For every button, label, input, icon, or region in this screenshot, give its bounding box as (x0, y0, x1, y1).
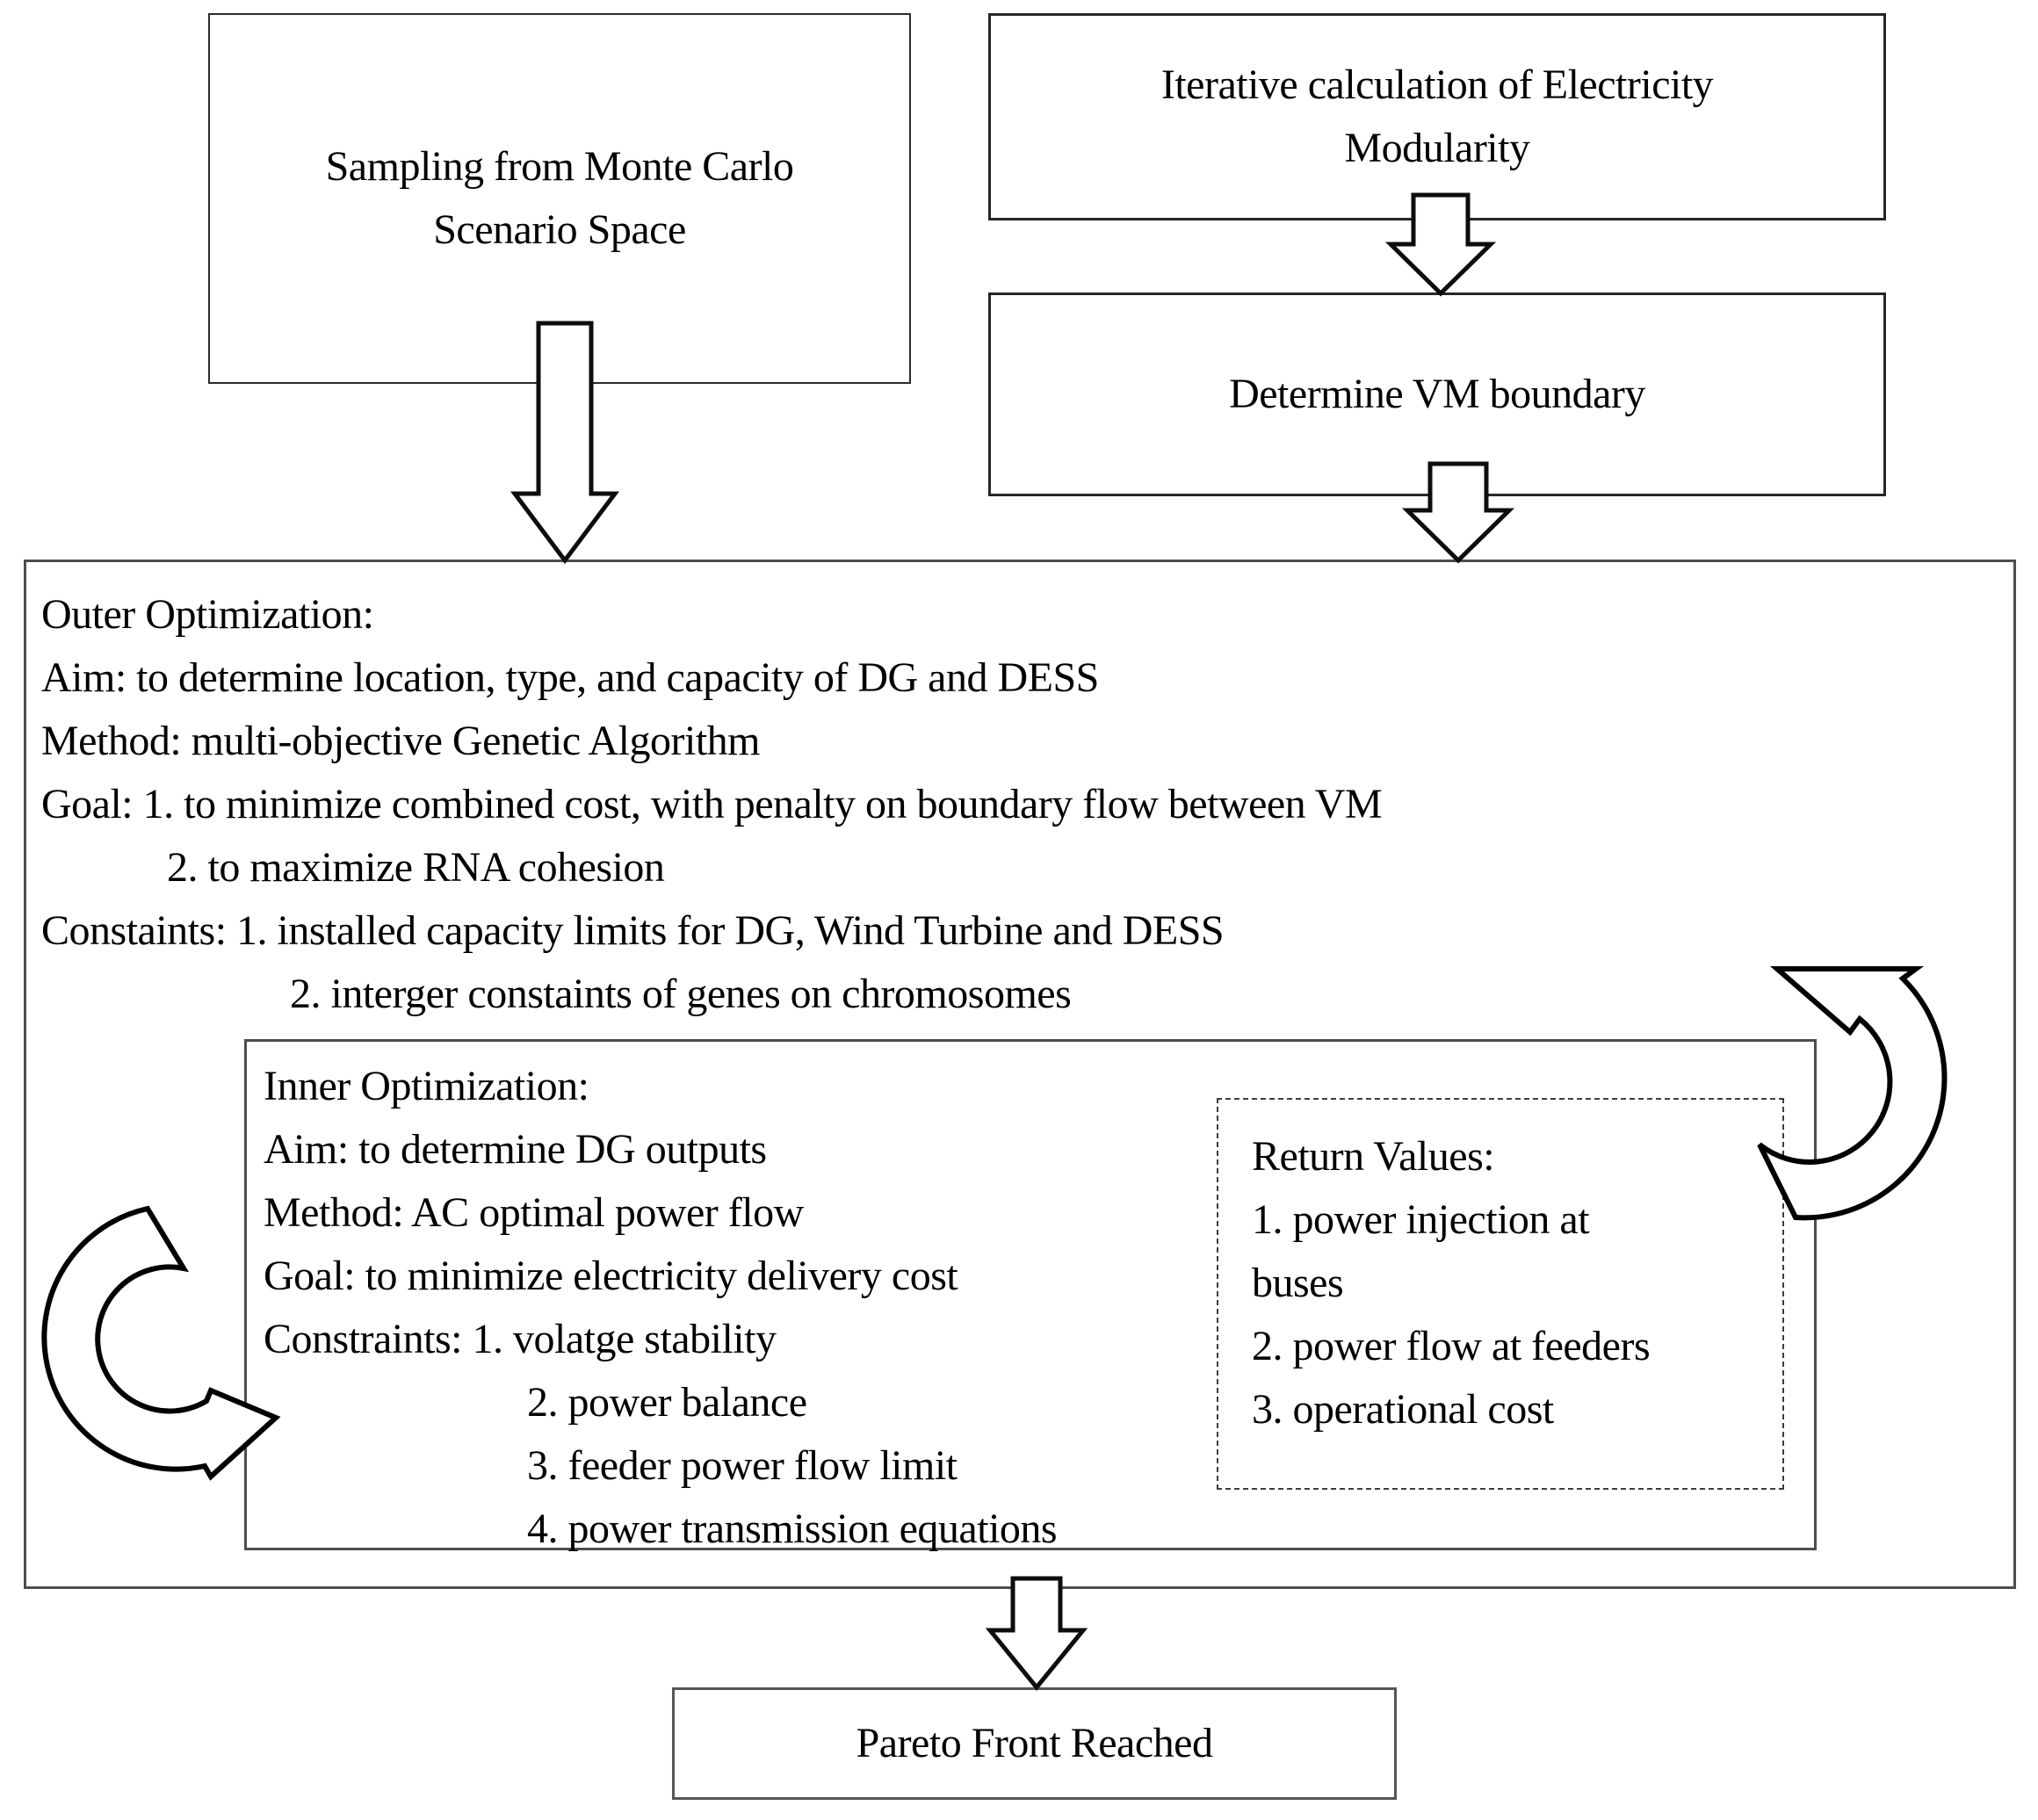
inner-line: 3. feeder power flow limit (527, 1442, 958, 1489)
pareto-front-box: Pareto Front Reached (672, 1687, 1397, 1800)
down-block-arrow-iterative-to-vm-icon (1384, 188, 1497, 299)
inner-line: Method: AC optimal power flow (264, 1189, 804, 1236)
return-values-line: buses (1252, 1260, 1344, 1306)
inner-optimization-box (244, 1039, 1817, 1550)
outer-optimization-text: Outer Optimization: Aim: to determine lo… (41, 583, 1383, 1026)
inner-line: 4. power transmission equations (527, 1506, 1058, 1552)
down-block-arrow-vm-to-outer-icon (1401, 457, 1515, 566)
outer-line: 2. to maximize RNA cohesion (167, 844, 665, 891)
pareto-front-label: Pareto Front Reached (856, 1720, 1213, 1766)
determine-vm-boundary-label: Determine VM boundary (1229, 371, 1645, 417)
inner-line: Aim: to determine DG outputs (264, 1126, 767, 1173)
outer-optimization-box (24, 560, 2016, 1589)
inner-line: Inner Optimization: (264, 1063, 589, 1109)
outer-line: Constaints: 1. installed capacity limits… (41, 907, 1225, 954)
inner-line: 2. power balance (527, 1379, 807, 1426)
return-values-box (1217, 1098, 1784, 1490)
outer-line: Goal: 1. to minimize combined cost, with… (41, 781, 1383, 827)
return-values-line: 1. power injection at (1252, 1196, 1590, 1243)
down-block-arrow-outer-to-pareto-icon (985, 1571, 1088, 1693)
loop-arrow-right-icon (1718, 941, 1950, 1225)
iterative-calculation-label: Iterative calculation of Electricity Mod… (1160, 61, 1714, 171)
inner-line: Goal: to minimize electricity delivery c… (264, 1253, 958, 1299)
inner-line: Constraints: 1. volatge stability (264, 1316, 777, 1362)
return-values-line: 2. power flow at feeders (1252, 1323, 1651, 1369)
down-block-arrow-sampling-to-outer-icon (510, 316, 620, 566)
sampling-monte-carlo-label: Sampling from Monte Carlo Scenario Space (325, 143, 794, 253)
return-values-text: Return Values: 1. power injection at bus… (1252, 1125, 1651, 1441)
return-values-line: Return Values: (1252, 1133, 1495, 1180)
outer-line: Method: multi-objective Genetic Algorith… (41, 718, 761, 764)
iterative-calculation-box: Iterative calculation of Electricity Mod… (988, 13, 1886, 220)
loop-arrow-left-icon (26, 1182, 281, 1495)
return-values-line: 3. operational cost (1252, 1386, 1554, 1433)
outer-line: Aim: to determine location, type, and ca… (41, 654, 1099, 701)
outer-line: Outer Optimization: (41, 591, 374, 638)
inner-optimization-text: Inner Optimization: Aim: to determine DG… (264, 1055, 1058, 1561)
outer-line: 2. interger constaints of genes on chrom… (290, 971, 1072, 1017)
